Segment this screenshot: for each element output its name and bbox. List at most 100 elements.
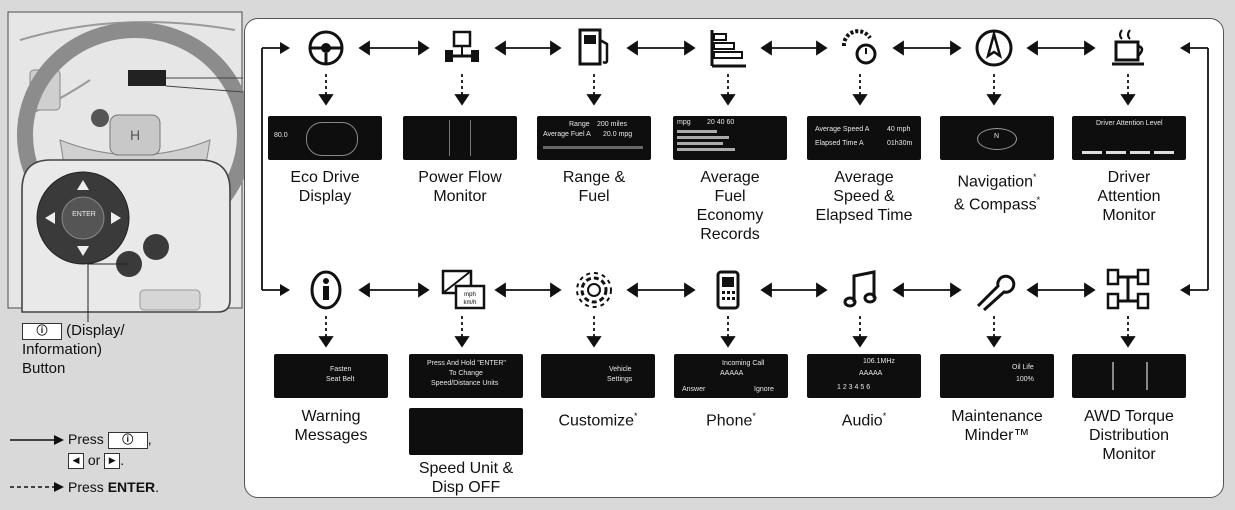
customize-gear-icon [572, 268, 616, 317]
label-range-fuel: Range &Fuel [562, 169, 626, 205]
label-phone: Phone* [706, 411, 756, 430]
label-audio: Audio* [841, 411, 887, 430]
wrench-icon [972, 268, 1016, 317]
answer-text: Answer [682, 386, 706, 393]
disp-off-screen [409, 408, 523, 455]
coffee-cup-icon [1108, 26, 1152, 75]
range-label: Range [569, 121, 590, 128]
legend-press: Press ⓘ, [68, 431, 152, 449]
dashed-down-arrow [720, 316, 736, 348]
fuel-pump-icon [574, 26, 614, 75]
double-arrow [494, 40, 562, 56]
label-customize: Customize* [558, 411, 638, 430]
records-unit: mpg [677, 119, 691, 126]
avg-fuel-label: Average Fuel A [543, 131, 591, 138]
svg-text:H: H [130, 127, 140, 143]
label-speed-unit: Speed Unit &Disp OFF [418, 460, 514, 496]
legend-enter-text: ENTER [107, 479, 156, 495]
records-ticks: 20 40 60 [707, 119, 735, 126]
compass-screen: N [940, 116, 1054, 160]
bar-records-icon [706, 26, 750, 75]
dashed-down-arrow [318, 316, 334, 348]
vehicle-text-1: Vehicle [609, 366, 632, 373]
dashed-down-arrow [852, 316, 868, 348]
double-arrow [358, 282, 430, 298]
audio-screen: 106.1MHz AAAAA 1 2 3 4 5 6 [807, 354, 921, 398]
eco-drive-screen: 80.0 [268, 116, 382, 160]
audio-name: AAAAA [859, 370, 883, 377]
fasten-text-1: Fasten [330, 366, 352, 373]
double-arrow [892, 282, 962, 298]
awd-drivetrain-icon [1104, 266, 1152, 317]
double-arrow [1026, 282, 1096, 298]
eco-value: 80.0 [274, 132, 288, 139]
phone-screen: Incoming Call AAAAA Answer Ignore [674, 354, 788, 398]
avg-speed-value: 40 mph [887, 126, 911, 133]
caption-line-3: Button [22, 360, 66, 377]
double-arrow [626, 40, 696, 56]
awd-screen [1072, 354, 1186, 398]
phone-icon [708, 268, 748, 317]
speed-msg-3: Speed/Distance Units [431, 380, 499, 387]
svg-text:km/h: km/h [463, 300, 476, 306]
dashed-down-arrow [454, 74, 470, 106]
compass-letter: N [994, 133, 1000, 140]
caption-line-1: (Display/ [66, 322, 125, 339]
caller-text: AAAAA [720, 370, 744, 377]
customize-screen: Vehicle Settings [541, 354, 655, 398]
average-speed-screen: Average Speed A 40 mph Elapsed Time A 01… [807, 116, 921, 160]
oil-life-value: 100% [1016, 376, 1034, 383]
range-fuel-screen: Range 200 miles Average Fuel A 20.0 mpg [537, 116, 651, 160]
range-value: 200 miles [597, 121, 627, 128]
speed-units-icon: mph km/h [440, 268, 486, 317]
power-flow-icon [440, 26, 484, 75]
ignore-text: Ignore [754, 386, 774, 393]
elapsed-label: Elapsed Time A [815, 140, 864, 147]
dashed-down-arrow [986, 316, 1002, 348]
legend-info-key-icon: ⓘ [107, 431, 148, 449]
double-arrow [358, 40, 430, 56]
double-arrow [892, 40, 962, 56]
speed-unit-screen: Press And Hold "ENTER" To Change Speed/D… [409, 354, 523, 398]
display-info-button-caption: ⓘ (Display/ Information) Button [22, 321, 232, 378]
double-arrow [626, 282, 696, 298]
audio-frequency: 106.1MHz [863, 358, 895, 365]
speed-msg-2: To Change [449, 370, 483, 377]
double-arrow [760, 282, 828, 298]
maintenance-screen: Oil Life 100% [940, 354, 1054, 398]
dashed-down-arrow [720, 74, 736, 106]
steering-wheel-illustration: H [7, 11, 244, 492]
dashed-down-arrow [586, 316, 602, 348]
driver-attention-text: Driver Attention Level [1096, 120, 1163, 127]
driver-attention-screen: Driver Attention Level [1072, 116, 1186, 160]
legend-enter: Press ENTER. [68, 479, 160, 495]
double-arrow [494, 282, 562, 298]
fuel-records-screen: mpg 20 40 60 [673, 116, 787, 160]
legend-press-text: Press [68, 431, 104, 447]
right-key-icon: ▶ [104, 453, 121, 470]
music-note-icon [840, 268, 880, 317]
incoming-call-text: Incoming Call [722, 360, 765, 367]
vehicle-text-2: Settings [607, 376, 633, 383]
caption-line-2: Information) [22, 341, 103, 358]
dashed-down-arrow [852, 74, 868, 106]
left-key-icon: ◀ [68, 453, 84, 470]
average-speed-icon [838, 26, 882, 75]
dashed-down-arrow [318, 74, 334, 106]
steering-wheel-icon [306, 28, 346, 73]
power-flow-screen [403, 116, 517, 160]
dashed-down-arrow [1120, 316, 1136, 348]
dashed-down-arrow [454, 316, 470, 348]
information-icon [306, 268, 346, 317]
label-navigation: Navigation*& Compass* [953, 172, 1041, 214]
legend-press2-text: Press [68, 479, 104, 495]
svg-text:mph: mph [464, 292, 476, 298]
warning-screen: Fasten Seat Belt [274, 354, 388, 398]
